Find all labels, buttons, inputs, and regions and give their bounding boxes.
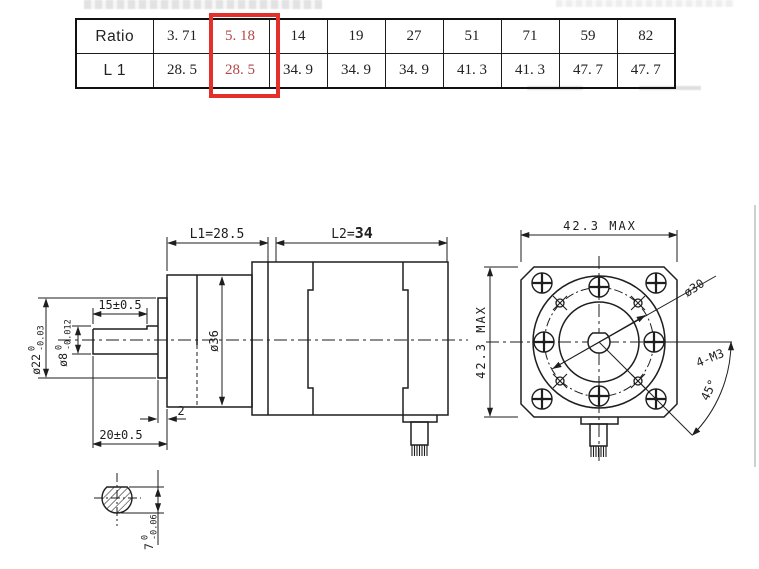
bolt-circle-arrow-sw [552,341,600,369]
front-view-dimensions [484,230,735,436]
side-cable [410,421,429,446]
motor-stack-step-left [307,262,314,415]
pilot-boss-circle [558,301,640,383]
motor-stack-step-right [402,262,409,415]
l1-row: L 1 28. 5 28. 5 34. 9 34. 9 34. 9 41. 3 … [75,53,676,89]
ext-lines-top [166,237,448,271]
label-l1: L1=28.5 [190,227,245,242]
label-boss-dia-nominal: ø22 [29,354,43,375]
ext-lines-shaft-dia [72,325,91,355]
label-bolt-circle: ø30 [681,276,707,300]
label-flat-height-nominal: 7 [142,543,156,550]
label-flat-height-upper-tol: 0 [141,535,151,540]
output-shaft-profile [92,325,158,355]
l1-cell: 47. 7 [616,53,676,89]
bolt-circle-arrow-ne [598,315,646,343]
label-hole-angle: 45° [698,377,720,403]
label-front-height: 42.3 MAX [474,305,488,379]
l1-row-header: L 1 [75,53,154,89]
phillips-screw-icon [587,275,611,299]
label-shaft-dia-upper-tol: 0 [55,345,65,350]
phillips-screw-icon [530,387,554,411]
l1-cell: 34. 9 [384,53,444,89]
ratio-cell: 3. 71 [152,18,212,54]
phillips-screw-icon [644,271,668,295]
m3-tapped-hole-icon [630,295,646,311]
label-flat-height-lower-tol: -0.06 [150,514,160,540]
motor-body [251,261,449,416]
shaft-section-hatched [101,486,133,514]
m3-diagonal-line [598,341,693,436]
l1-cell-highlighted: 28. 5 [210,53,270,89]
m3-tapped-hole-icon [552,295,568,311]
l1-cell: 47. 7 [558,53,618,89]
label-shaft-diameter: ø8 0 -0.012 [55,319,74,367]
label-mounting-holes: 4-M3 [694,346,726,370]
ext-lines-boss-dia [38,297,156,379]
label-boss-dia-lower-tol: -0.03 [37,325,47,351]
ext-lines-front-left [484,266,518,418]
side-cable-connector [402,415,438,423]
ratio-row-header: Ratio [75,18,154,54]
label-l2: L2=34 [331,224,373,242]
ratio-cell-highlighted: 5. 18 [210,18,270,54]
shaft-section-view [94,470,164,545]
ratio-cell: 19 [326,18,386,54]
motor-flange-outline [520,266,678,418]
label-shaft-dia-nominal: ø8 [56,353,70,367]
pilot-boss [157,297,168,379]
ratio-cell: 59 [558,18,618,54]
phillips-screw-icon [532,330,556,354]
label-shaft-dia-lower-tol: -0.012 [64,319,74,350]
label-boss-diameter: ø22 0 -0.03 [28,325,47,374]
label-flat-height: 7 0 -0.06 [141,514,160,550]
phillips-screw-icon [587,384,611,408]
ratio-cell: 71 [500,18,560,54]
label-shaft-length: 20±0.5 [99,428,142,442]
side-cable-wires [411,445,428,456]
ratio-cell: 51 [442,18,502,54]
l1-cell: 41. 3 [442,53,502,89]
angle-arc-45 [691,341,735,436]
photo-edge-line [754,205,756,467]
l1-cell: 28. 5 [152,53,212,89]
side-view [58,261,468,456]
label-boss-dia-upper-tol: 0 [28,346,38,351]
front-cable-wires [590,446,607,457]
label-gearbox-diameter: ø36 [207,330,221,352]
label-flat-length: 15±0.5 [98,298,141,312]
ratio-cell: 82 [616,18,676,54]
phillips-screw-icon [530,271,554,295]
side-view-dimensions [38,237,448,450]
label-front-width: 42.3 MAX [563,219,637,233]
label-boss-thickness: 2 [177,404,184,418]
l1-cell: 41. 3 [500,53,560,89]
m3-tapped-hole-icon [552,373,568,389]
